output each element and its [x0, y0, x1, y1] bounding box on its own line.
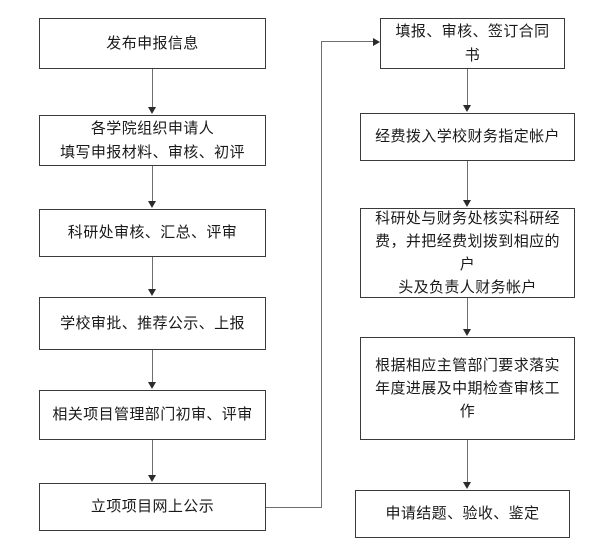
flow-node-l6[interactable]: 立项项目网上公示	[39, 483, 266, 531]
connector-l6-r1-horizontal-bottom	[266, 507, 322, 508]
arrowhead-r3-r4	[463, 329, 471, 336]
flow-node-label: 立项项目网上公示	[90, 498, 215, 516]
flow-node-l1[interactable]: 发布申报信息	[39, 18, 266, 69]
flow-node-r2[interactable]: 经费拨入学校财务指定帐户	[360, 113, 575, 161]
flow-node-label: 相关项目管理部门初审、评审	[52, 406, 253, 424]
arrowhead-l1-l2	[148, 107, 156, 114]
arrowhead-l5-l6	[148, 475, 156, 482]
arrowhead-r2-r3	[463, 200, 471, 207]
flow-node-r3[interactable]: 科研处与财务处核实科研经 费，并把经费划拨到相应的户 头及负责人财务帐户	[360, 208, 575, 298]
connector-l6-r1-horizontal-top	[321, 41, 374, 42]
flow-node-label: 申请结题、验收、鉴定	[385, 505, 540, 523]
arrowhead-l3-l4	[148, 289, 156, 296]
flow-node-l5[interactable]: 相关项目管理部门初审、评审	[39, 390, 266, 440]
flow-node-l4[interactable]: 学校审批、推荐公示、上报	[39, 297, 266, 350]
flow-node-label: 各学院组织申请人 填写申报材料、审核、初评	[60, 120, 245, 161]
flow-node-label: 发布申报信息	[106, 34, 199, 52]
flow-node-label: 科研处与财务处核实科研经 费，并把经费划拨到相应的户 头及负责人财务帐户	[375, 209, 560, 297]
flow-node-r1[interactable]: 填报、审核、签订合同书	[380, 18, 565, 69]
arrowhead-l6-r1	[373, 38, 380, 46]
connector-r2-r3	[467, 161, 468, 201]
connector-r4-r5	[467, 440, 468, 483]
connector-r3-r4	[467, 298, 468, 330]
flow-node-label: 科研处审核、汇总、评审	[67, 224, 238, 242]
arrowhead-r4-r5	[463, 482, 471, 489]
flow-node-l3[interactable]: 科研处审核、汇总、评审	[39, 209, 266, 257]
connector-l5-l6	[152, 440, 153, 476]
connector-l6-r1-vertical	[321, 41, 322, 508]
connector-r1-r2	[467, 69, 468, 106]
connector-l3-l4	[152, 257, 153, 290]
flow-node-r4[interactable]: 根据相应主管部门要求落实 年度进展及中期检查审核工 作	[360, 337, 575, 440]
flow-node-label: 根据相应主管部门要求落实 年度进展及中期检查审核工 作	[375, 356, 560, 421]
connector-l2-l3	[152, 166, 153, 202]
connector-l1-l2	[152, 69, 153, 108]
flow-node-label: 学校审批、推荐公示、上报	[60, 314, 245, 332]
flow-node-label: 填报、审核、签订合同书	[395, 23, 550, 64]
arrowhead-l2-l3	[148, 201, 156, 208]
arrowhead-r1-r2	[463, 105, 471, 112]
flow-node-r5[interactable]: 申请结题、验收、鉴定	[355, 490, 570, 538]
arrowhead-l4-l5	[148, 382, 156, 389]
flow-node-label: 经费拨入学校财务指定帐户	[375, 128, 560, 146]
connector-l4-l5	[152, 350, 153, 383]
flow-node-l2[interactable]: 各学院组织申请人 填写申报材料、审核、初评	[39, 115, 266, 166]
